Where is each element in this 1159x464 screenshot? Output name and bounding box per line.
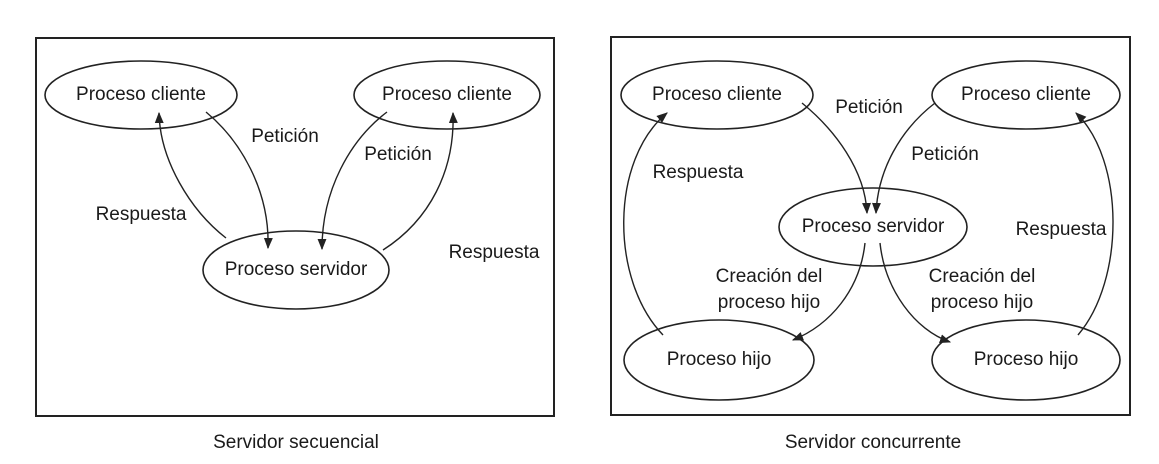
response-arrow: [382, 111, 458, 251]
child-process-label: Proceso hijo: [667, 349, 772, 370]
client-process-label: Proceso cliente: [652, 84, 782, 105]
child-process-node: [623, 319, 815, 401]
client-process-label: Proceso cliente: [382, 84, 512, 105]
server-process-label: Proceso servidor: [802, 216, 945, 237]
sequential-server-panel: Proceso cliente Proceso cliente Proceso …: [35, 37, 555, 453]
create-child-label: Creación del: [929, 266, 1036, 287]
request-arrow: [871, 102, 936, 215]
response-label: Respuesta: [653, 162, 744, 183]
sequential-frame: [35, 37, 555, 417]
server-process-node: [202, 230, 390, 310]
sequential-caption: Servidor secuencial: [213, 432, 379, 453]
client-process-node: [620, 60, 814, 130]
response-label: Respuesta: [449, 242, 540, 263]
create-child-label: proceso hijo: [931, 292, 1033, 313]
client-process-label: Proceso cliente: [76, 84, 206, 105]
client-process-node: [931, 60, 1121, 130]
request-arrow: [317, 111, 388, 251]
request-label: Petición: [835, 97, 903, 118]
client-process-label: Proceso cliente: [961, 84, 1091, 105]
server-process-label: Proceso servidor: [225, 259, 368, 280]
create-child-arrow: [879, 242, 952, 343]
concurrent-frame: [610, 36, 1131, 416]
create-child-arrow: [791, 242, 866, 341]
response-label: Respuesta: [1016, 219, 1107, 240]
response-arrow: [1075, 112, 1114, 336]
child-process-label: Proceso hijo: [974, 349, 1079, 370]
create-child-label: Creación del: [716, 266, 823, 287]
request-label: Petición: [364, 144, 432, 165]
concurrent-server-panel: Proceso cliente Proceso cliente Proceso …: [610, 36, 1131, 453]
response-arrow: [623, 112, 668, 336]
response-arrow: [154, 111, 227, 239]
server-process-node: [778, 187, 968, 267]
response-label: Respuesta: [96, 204, 187, 225]
client-process-node: [353, 60, 541, 130]
request-label: Petición: [911, 144, 979, 165]
request-arrow: [205, 111, 273, 250]
client-process-node: [44, 60, 238, 130]
request-label: Petición: [251, 126, 319, 147]
request-arrow: [801, 102, 872, 215]
create-child-label: proceso hijo: [718, 292, 820, 313]
child-process-node: [931, 319, 1121, 401]
concurrent-caption: Servidor concurrente: [785, 432, 961, 453]
